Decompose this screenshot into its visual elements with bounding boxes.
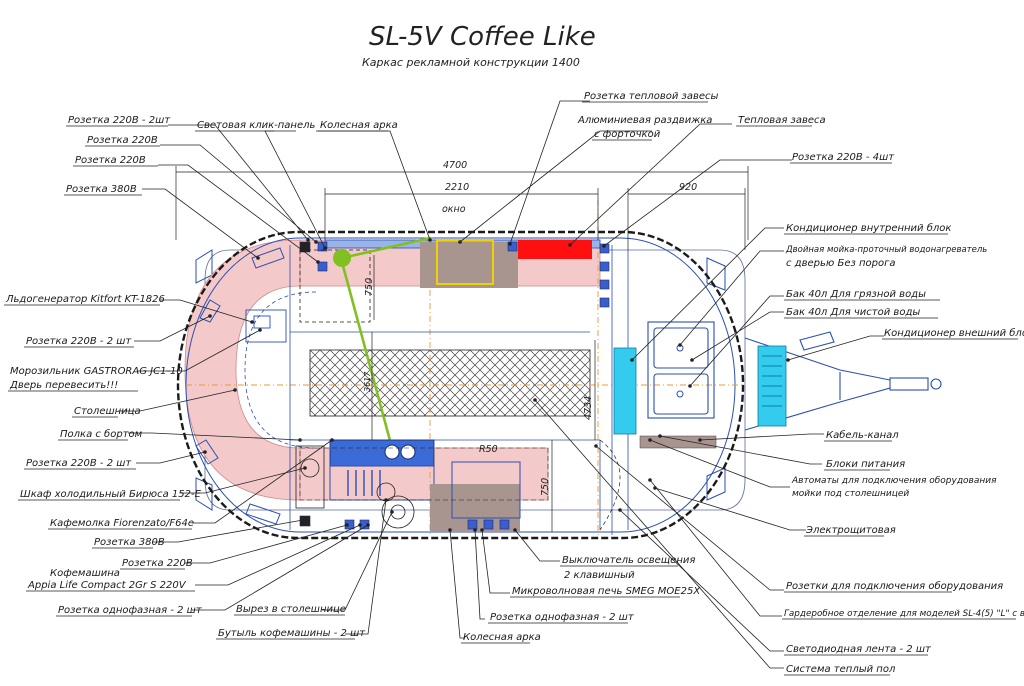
label-right-4: Бак 40л Для чистой воды [786,307,920,318]
label-bottom-0: Вырез в столешнице [236,604,346,615]
microwave [451,461,521,519]
label-bottom-4: Микроволновая печь SMEG MOE25X [512,586,701,597]
leader-lines [118,100,884,669]
label-left-12: Кафемолка Fiorenzato/F64e [50,518,194,529]
label-top-4: с форточкой [594,129,661,140]
labels-bottom: Вырез в столешнице Бутыль кофемашины - 2… [218,555,701,643]
ice-maker [299,249,371,323]
label-left-2: Розетка 220В [75,155,146,166]
label-left-10: Розетка 220В - 2 шт [26,458,132,469]
label-right-10: Электрощитовая [805,525,896,536]
label-bottom-3: Розетка однофазная - 2 шт [490,612,635,623]
socket-group-top [299,241,610,308]
label-right-9: мойки под столешницей [792,489,909,499]
socket-group-bottom [299,515,510,530]
page-title: SL-5V Coffee Like [369,22,596,52]
label-left-9: Полка с бортом [60,428,143,440]
freezer [245,309,287,343]
labels-top: Световая клик-панель Колесная арка Розет… [197,91,895,163]
label-left-17: Розетка однофазная - 2 шт [58,605,203,616]
dim-3617: 3617 [363,371,372,392]
dim-window-label: окно [442,204,466,215]
label-left-16: Appia Life Compact 2Gr S 220V [27,580,187,591]
label-right-14: Система теплый пол [786,664,896,675]
label-top-3: Алюминиевая раздвижка [577,115,712,126]
coffee-machine [329,439,435,501]
label-underlines-right [782,233,1018,676]
fridge-cabinet [295,445,325,509]
label-left-14: Розетка 220В [122,558,193,569]
label-bottom-2: Колесная арка [463,632,541,643]
label-top-1: Колесная арка [320,120,398,131]
page-subtitle: Каркас рекламной конструкции 1400 [362,56,580,69]
label-top-2: Розетка тепловой завесы [584,91,718,102]
label-right-7: Блоки питания [826,459,905,470]
dim-icemaker-depth: 750 [364,278,375,296]
label-bottom-1: Бутыль кофемашины - 2 шт [218,628,366,639]
service-window [324,239,601,288]
ac-inner-unit [613,347,637,435]
labels-left: Розетка 220В - 2шт Розетка 220В Розетка … [5,115,203,616]
label-top-6: Розетка 220В - 4шт [792,152,895,163]
label-underlines-bottom [216,565,680,644]
heat-curtain [518,240,592,259]
counter-cutout [299,447,549,501]
label-top-0: Световая клик-панель [197,120,316,131]
label-right-12: Гардеробное отделение для моделей SL-4(5… [784,609,1024,619]
dim-radius: R50 [479,444,498,455]
label-left-13: Розетка 380В [94,537,165,548]
label-left-6: Морозильник GASTRORAG JC1-10 [10,366,183,377]
dim-bottom-depth: 750 [540,478,551,496]
label-right-8: Автоматы для подключения оборудования [791,476,997,486]
dim-total-length: 4700 [443,160,467,171]
label-underlines-left [4,125,195,617]
label-right-5: Кондиционер внешний блок [884,327,1024,339]
sliding-window [436,239,494,285]
heated-floor [309,349,591,417]
label-left-11: Шкаф холодильный Бирюса 152-Е [20,489,202,500]
dim-4734: 4734 [583,396,594,420]
label-underlines-top [195,101,892,164]
trailer-wall [176,230,745,540]
label-left-7: Дверь перевесить!!! [9,380,118,391]
label-left-3: Розетка 380В [66,184,137,195]
label-left-15: Кофемашина [50,568,120,579]
label-left-1: Розетка 220В [87,135,158,146]
label-right-0: Кондиционер внутренний блок [786,222,951,234]
label-right-1: Двойная мойка-проточный водонагреватель [785,245,987,255]
label-top-5: Тепловая завеса [738,115,826,126]
label-right-2: с дверью Без порога [786,258,896,269]
leader-dots [203,238,790,532]
dim-window-width: 2210 [445,182,469,193]
shelf-marks [195,247,285,525]
label-bottom-6: 2 клавишный [564,570,635,581]
double-sink [647,321,715,419]
label-left-5: Розетка 220В - 2 шт [26,336,132,347]
label-left-8: Столешница [74,406,141,417]
dim-rear-section: 920 [679,182,697,193]
label-right-11: Розетки для подключения оборудования [786,580,1003,592]
label-right-3: Бак 40л Для грязной воды [786,289,926,300]
wheel-arch-top [420,242,518,288]
label-right-6: Кабель-канал [826,429,899,441]
label-right-13: Светодиодная лента - 2 шт [786,644,932,655]
door-swing [599,439,621,531]
labels-right: Кондиционер внутренний блок Двойная мойк… [784,222,1024,675]
label-left-4: Льдогенератор Kitfort KT-1826 [5,294,165,305]
water-pipes [340,236,432,450]
label-left-0: Розетка 220В - 2шт [68,115,171,126]
cable-channel [639,435,717,449]
label-bottom-5: Выключатель освещения [562,555,695,566]
dimension-lines [175,166,749,532]
